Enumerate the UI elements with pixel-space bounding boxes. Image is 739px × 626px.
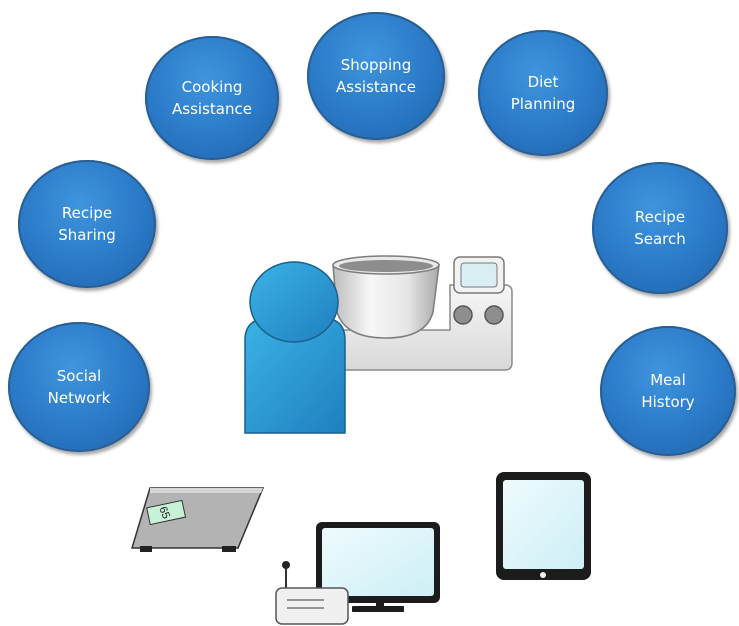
bubble-recipe-sharing[interactable]: Recipe Sharing: [18, 160, 156, 288]
bubble-label: Meal History: [641, 371, 695, 411]
kitchen-scale-icon: 65: [130, 487, 265, 552]
bubble-shopping-assistance[interactable]: Shopping Assistance: [307, 12, 445, 140]
router-icon: [275, 561, 349, 625]
bubble-diet-planning[interactable]: Diet Planning: [478, 30, 608, 156]
bubble-label: Social Network: [47, 367, 111, 407]
bubble-label: Diet Planning: [510, 73, 576, 113]
tablet-icon: [496, 472, 591, 580]
scale-display: 65: [156, 505, 172, 521]
bubble-label: Cooking Assistance: [172, 78, 252, 118]
bubble-recipe-search[interactable]: Recipe Search: [592, 162, 728, 294]
bubble-meal-history[interactable]: Meal History: [600, 326, 736, 456]
bubble-label: Shopping Assistance: [336, 56, 416, 96]
bubble-label: Recipe Search: [634, 208, 686, 248]
bubble-cooking-assistance[interactable]: Cooking Assistance: [145, 36, 279, 160]
bubble-label: Recipe Sharing: [58, 204, 116, 244]
person-icon: [244, 261, 346, 434]
bubble-social-network[interactable]: Social Network: [8, 322, 150, 452]
monitor-icon: [316, 522, 440, 612]
food-processor-icon: [332, 255, 513, 371]
